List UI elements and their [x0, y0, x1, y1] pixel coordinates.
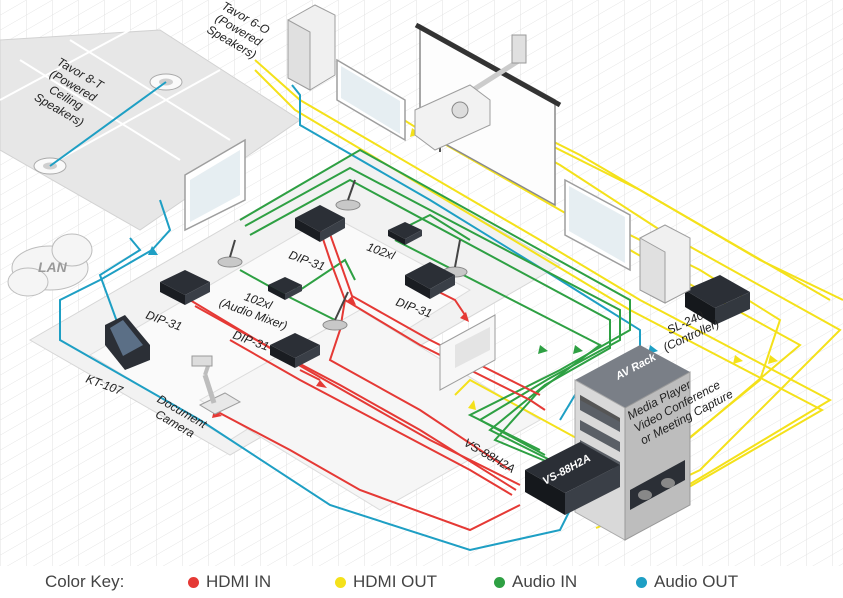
legend-title-text: Color Key:	[45, 572, 125, 591]
legend-label: Audio IN	[512, 572, 578, 591]
right-speaker	[639, 224, 691, 304]
legend-item-audio-out: Audio OUT	[636, 572, 738, 592]
wall-panel	[439, 314, 496, 391]
hdmi-in-cables	[189, 229, 546, 532]
dip-31-box	[295, 205, 345, 242]
dip-31-box	[160, 270, 210, 305]
kt-107-panel	[105, 315, 150, 370]
102xl-mixer-box	[268, 277, 302, 300]
legend-dot-audio-out	[636, 576, 647, 588]
legend-item-audio-in: Audio IN	[494, 572, 577, 592]
wall-display-center	[336, 58, 406, 142]
projector	[414, 34, 527, 151]
legend-title: Color Key:	[45, 572, 124, 592]
legend-label: HDMI IN	[206, 572, 272, 591]
legend-dot-hdmi-in	[188, 576, 199, 588]
diagram-canvas: LAN	[0, 0, 843, 566]
legend-dot-audio-in	[494, 576, 505, 588]
legend-dot-hdmi-out	[335, 576, 346, 588]
vs-88h2a-switcher	[525, 442, 620, 515]
sl-240-controller	[685, 275, 750, 325]
legend-label: HDMI OUT	[353, 572, 438, 591]
legend-label: Audio OUT	[654, 572, 739, 591]
gooseneck-mics	[217, 179, 468, 331]
dip-31-box	[270, 333, 320, 368]
lan-cloud	[7, 233, 93, 297]
legend-item-hdmi-in: HDMI IN	[188, 572, 271, 592]
color-key-legend: Color Key: HDMI IN HDMI OUT Audio IN Aud…	[0, 566, 843, 596]
lan-label: LAN	[38, 259, 68, 275]
wall-display-left	[184, 138, 246, 232]
legend-item-hdmi-out: HDMI OUT	[335, 572, 437, 592]
document-camera	[191, 355, 242, 415]
table-panel	[89, 214, 471, 441]
cable-arrows	[148, 128, 778, 418]
102xl-box	[388, 222, 422, 245]
dip-31-box	[405, 262, 455, 299]
tavor-6o-speaker	[287, 4, 336, 91]
wall-display-right	[564, 178, 631, 272]
